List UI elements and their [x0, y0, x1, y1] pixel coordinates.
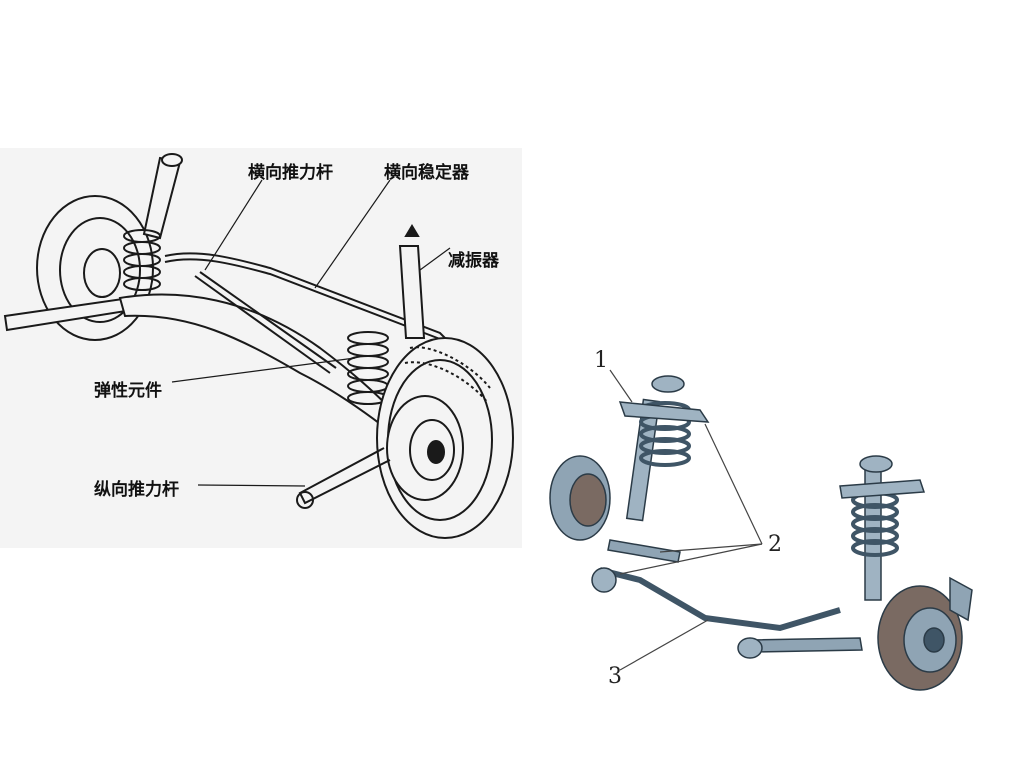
leader-2a [704, 423, 763, 545]
leader-elastic [171, 357, 356, 383]
leader-2b [659, 543, 763, 553]
label-shock-absorber: 减振器 [448, 251, 499, 271]
right-render-spring [851, 491, 899, 557]
leader-stabilizer [314, 179, 391, 289]
leader-3 [619, 619, 709, 671]
rendered-suspension-illustration: 1 2 3 [540, 340, 1010, 700]
leader-2c [619, 543, 763, 575]
callout-1: 1 [594, 348, 608, 373]
longitudinal-rod [298, 447, 391, 505]
left-coil-spring [123, 229, 161, 291]
right-upper-arm [839, 479, 926, 499]
label-lateral-thrust-rod: 横向推力杆 [248, 163, 333, 183]
render-svg [549, 369, 973, 691]
left-upper-arm [618, 401, 710, 423]
rear-suspension-line-drawing: 横向推力杆 横向稳定器 减振器 弹性元件 纵向推力杆 [0, 148, 522, 548]
label-elastic-element: 弹性元件 [94, 381, 162, 401]
leader-long-rod [197, 484, 306, 487]
leader-lateral-rod [204, 179, 263, 271]
label-longitudinal-thrust-rod: 纵向推力杆 [94, 480, 179, 500]
render-stabilizer-bar [599, 567, 841, 632]
leader-1 [609, 369, 633, 403]
stabilizer-bar [164, 252, 451, 344]
right-hub [386, 395, 464, 501]
leader-shock [419, 247, 451, 271]
lateral-rod [194, 275, 331, 374]
right-lower-arm [749, 637, 863, 653]
callout-2: 2 [768, 532, 782, 557]
left-shock-absorber [142, 156, 182, 240]
right-shock-absorber [398, 245, 426, 339]
right-caliper [949, 576, 973, 622]
callout-3: 3 [608, 664, 622, 689]
line-drawing-svg [3, 153, 514, 539]
label-lateral-stabilizer: 横向稳定器 [384, 163, 469, 183]
